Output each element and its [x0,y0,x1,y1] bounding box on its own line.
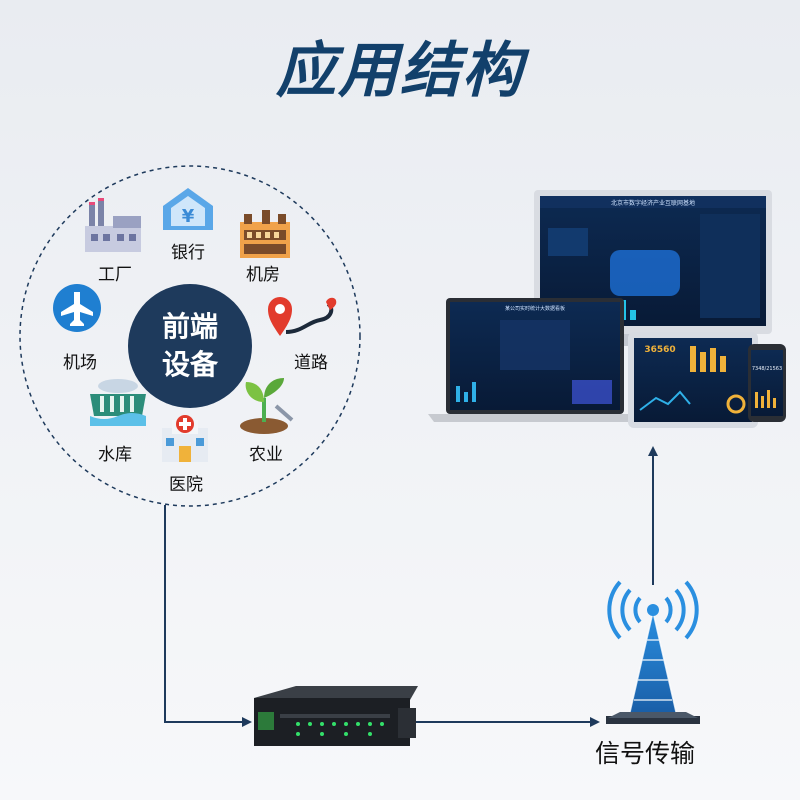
monitor-header-text: 北京市数字经济产业互联网基地 [611,199,695,207]
tablet-value-text: 36560 [644,345,675,355]
device-label-road: 道路 [294,353,328,373]
gateway-device [254,686,418,746]
server-room-icon [240,210,290,258]
road-pin-icon [268,297,337,336]
device-label-agriculture: 农业 [249,445,283,465]
front-end-dashed-ring [19,165,361,507]
page-title: 应用结构 [276,36,524,106]
device-label-factory: 工厂 [98,265,132,285]
device-label-hospital: 医院 [169,475,203,495]
svg-text:¥: ¥ [182,206,195,227]
hospital-icon [162,415,208,462]
laptop-header-text: 某公司实时统计大数据看板 [505,305,565,312]
factory-icon [85,198,141,252]
device-label-airport: 机场 [63,353,97,373]
phone [748,344,786,422]
sprout-icon [240,378,294,434]
signal-tower-icon [606,580,700,724]
device-label-bank: 银行 [171,243,205,263]
device-label-reservoir: 水库 [98,445,132,465]
reservoir-dam-icon [90,379,146,426]
front-end-label: 前端设备 [161,310,218,381]
front-end-device-hub: 前端设备 [128,284,252,408]
dashboard-devices [428,190,786,428]
bank-icon: ¥ [163,188,213,230]
laptop [428,298,642,422]
signal-transmission-label: 信号传输 [594,739,696,768]
line-front-to-gateway [164,505,252,727]
tablet [628,332,758,428]
phone-value-text: 7348/21563 [752,366,782,372]
device-label-server-room: 机房 [246,265,280,285]
airplane-icon [53,284,101,332]
